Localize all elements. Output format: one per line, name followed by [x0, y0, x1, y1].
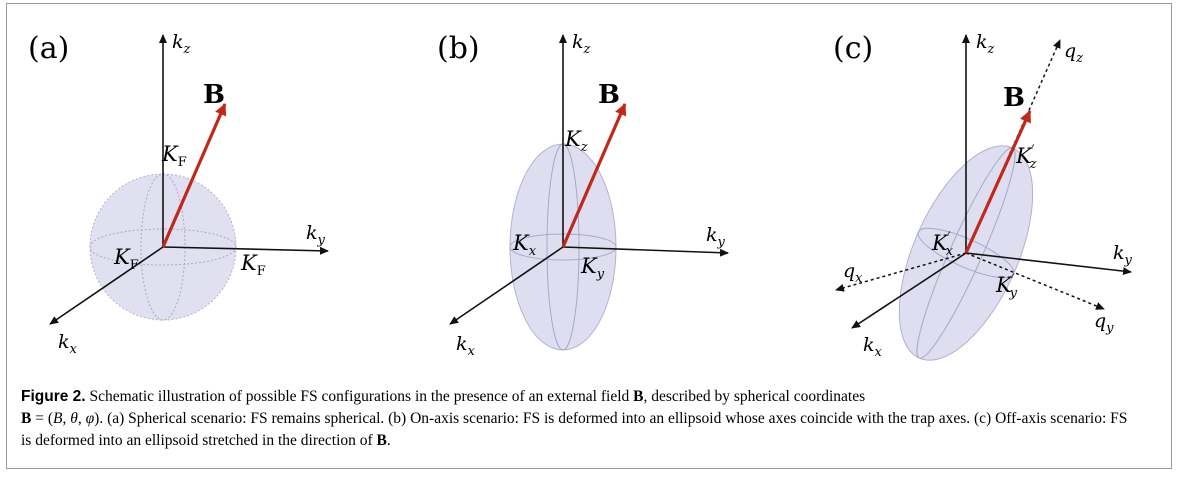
kx-prime-label: K′x [931, 230, 954, 259]
ky-axis [562, 246, 729, 257]
ky-axis [162, 246, 329, 255]
kx-label: kx [456, 333, 476, 359]
field-label: B [1003, 83, 1025, 113]
panel-c: (c) kz ky kx qz qx qy B K′z K′x K′y [833, 31, 1133, 361]
field-arrow [561, 103, 627, 248]
kx-label: kx [863, 334, 883, 360]
ky-label: ky [1113, 242, 1133, 268]
kf-right-label: KF [240, 251, 266, 279]
field-arrow [964, 110, 1032, 254]
figure-frame [6, 3, 1172, 469]
kz-label: kz [976, 31, 995, 57]
kz-semi-axis-label: Kz [564, 127, 588, 155]
qx-label: qx [843, 260, 863, 286]
caption-text: , [77, 410, 86, 427]
caption-field-symbol: B [633, 388, 644, 405]
kz-label: kz [172, 31, 191, 57]
ky-prime-label: K′y [995, 272, 1018, 301]
caption-text: , [62, 410, 71, 427]
caption-text: , described by spherical coordinates [643, 388, 866, 405]
ky-axis [965, 252, 1132, 276]
caption-field-symbol: B [21, 410, 32, 427]
qy-label: qy [1094, 310, 1114, 336]
panel-b-letter: (b) [437, 31, 480, 66]
field-arrow [161, 103, 227, 248]
panel-c-letter: (c) [833, 31, 873, 66]
field-label: B [598, 80, 620, 110]
ky-semi-axis-label: Ky [580, 254, 605, 282]
qy-axis [965, 252, 1105, 310]
caption-text: Schematic illustration of possible FS co… [85, 388, 634, 405]
caption-math: θ [70, 410, 78, 427]
qz-label: qz [1064, 40, 1083, 66]
kz-prime-label: K′z [1015, 143, 1037, 172]
panel-b: (b) kz ky kx B Kz Kx Ky [437, 31, 729, 359]
kx-semi-axis-label: Kx [512, 231, 537, 259]
caption-math: B [53, 410, 63, 427]
caption-text: ). (a) Spherical scenario: FS remains sp… [21, 410, 1128, 449]
caption-lead: Figure 2. [21, 388, 86, 405]
sphere-equator [89, 228, 237, 266]
kz-label: kz [572, 31, 591, 57]
ky-label: ky [306, 222, 326, 248]
kx-axis [49, 246, 164, 325]
caption-text: = ( [31, 410, 53, 427]
qx-axis [835, 252, 967, 292]
figure-caption: Figure 2. Schematic illustration of poss… [21, 386, 1141, 452]
kx-axis [449, 246, 564, 325]
caption-text: . [386, 432, 391, 449]
field-label: B [203, 80, 225, 110]
kf-left-label: KF [113, 245, 139, 273]
panel-a: (a) kz ky kx B KF KF KF [28, 31, 329, 357]
kx-label: kx [58, 331, 78, 357]
kf-top-label: KF [161, 142, 187, 170]
ky-label: ky [706, 224, 726, 250]
caption-math: φ [85, 410, 95, 427]
panel-a-letter: (a) [28, 31, 69, 66]
caption-field-symbol: B [376, 432, 387, 449]
figure-diagram: (a) kz ky kx B KF KF KF (b) kz ky kx [28, 31, 1133, 361]
kx-axis [851, 252, 967, 329]
